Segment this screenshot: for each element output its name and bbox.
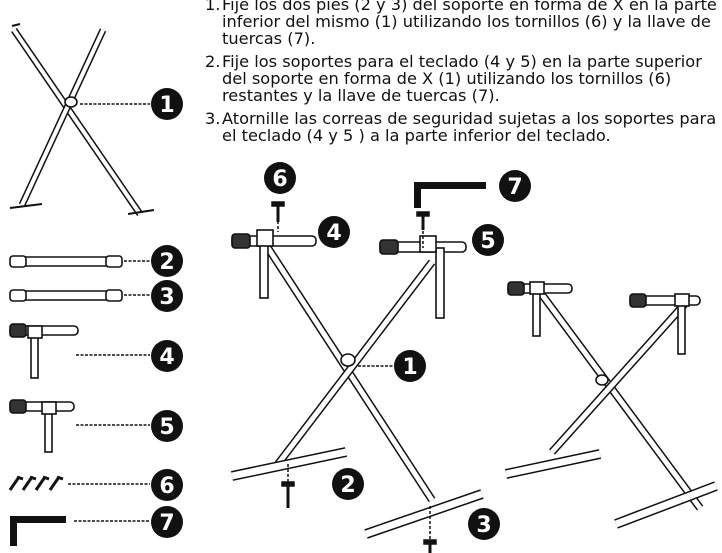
screws-part-drawing (8, 475, 64, 491)
badge-part-2: 2 (151, 245, 183, 277)
badge-assembly-6: 6 (264, 162, 296, 194)
badge-assembly-4: 4 (318, 216, 350, 248)
badge-part-4: 4 (151, 340, 183, 372)
svg-text:2: 2 (340, 473, 355, 498)
badge-assembly-3: 3 (468, 508, 500, 540)
step-text: Fije los soportes para el teclado (4 y 5… (222, 52, 702, 105)
svg-text:5: 5 (159, 415, 174, 440)
instruction-step-3: 3. Atornille las correas de seguridad su… (205, 110, 722, 144)
instruction-step-2: 2. Fije los soportes para el teclado (4 … (205, 53, 722, 104)
badge-part-6: 6 (151, 469, 183, 501)
svg-text:1: 1 (402, 355, 417, 380)
svg-text:7: 7 (507, 175, 522, 200)
step-number: 3. (205, 109, 221, 128)
badge-part-1: 1 (151, 88, 183, 120)
step-text: Atornille las correas de seguridad sujet… (222, 109, 717, 145)
foot-front-part-drawing (9, 255, 123, 268)
assembled-stand-drawing (504, 281, 718, 529)
svg-text:6: 6 (159, 474, 174, 499)
instruction-step-1: 1. Fije los dos pies (2 y 3) del soporte… (205, 0, 722, 47)
svg-text:7: 7 (159, 511, 174, 536)
svg-text:6: 6 (272, 167, 287, 192)
badge-part-7: 7 (151, 506, 183, 538)
svg-text:3: 3 (159, 285, 174, 310)
instructions-list: 1. Fije los dos pies (2 y 3) del soporte… (205, 0, 722, 150)
svg-text:1: 1 (159, 93, 174, 118)
support-left-part-drawing (9, 323, 79, 379)
badge-assembly-2: 2 (332, 468, 364, 500)
svg-text:5: 5 (480, 229, 495, 254)
svg-text:3: 3 (476, 513, 491, 538)
assembly-screws-drawing (271, 201, 437, 553)
badge-assembly-1: 1 (394, 350, 426, 382)
badge-part-3: 3 (151, 280, 183, 312)
step-number: 2. (205, 52, 221, 71)
x-stand-part-drawing (9, 23, 155, 216)
svg-text:4: 4 (159, 345, 174, 370)
svg-text:4: 4 (326, 221, 341, 246)
assembly-exploded-drawing (230, 229, 484, 539)
svg-text:2: 2 (159, 250, 174, 275)
badge-assembly-7: 7 (499, 170, 531, 202)
assembly-wrench-drawing (414, 182, 486, 208)
badge-part-5: 5 (151, 410, 183, 442)
badge-assembly-5: 5 (472, 224, 504, 256)
step-text: Fije los dos pies (2 y 3) del soporte en… (222, 0, 717, 48)
foot-rear-part-drawing (9, 289, 123, 302)
wrench-part-drawing (10, 516, 66, 546)
step-number: 1. (205, 0, 221, 14)
support-right-part-drawing (9, 399, 75, 453)
